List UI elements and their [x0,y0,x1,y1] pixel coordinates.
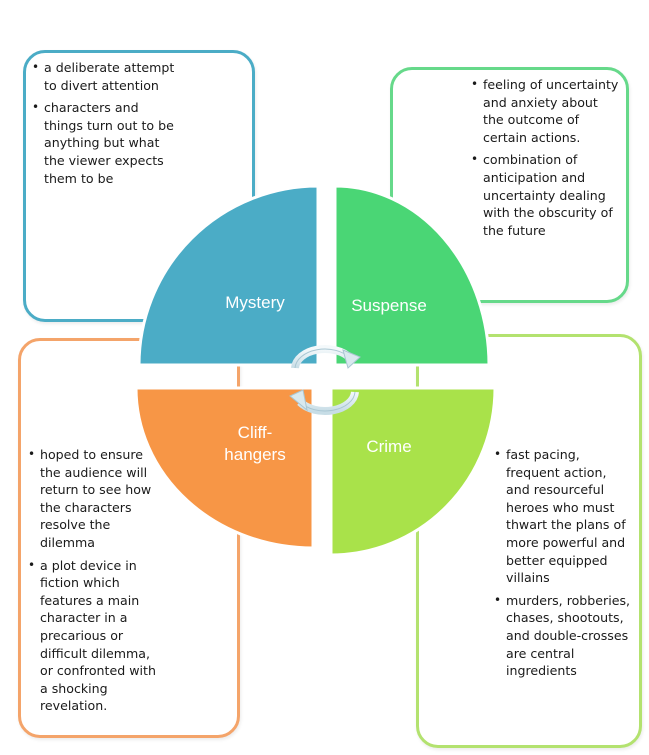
mystery-bullets: a deliberate attempt to divert attention… [32,59,177,192]
cliffhangers-bullet-1: hoped to ensure the audience will return… [28,446,166,552]
suspense-bullet-1: feeling of uncertainty and anxiety about… [471,76,619,146]
mystery-bullet-2: characters and things turn out to be any… [32,99,177,187]
suspense-label: Suspense [351,296,427,315]
mystery-quadrant [137,184,320,367]
crime-bullets: fast pacing, frequent action, and resour… [494,446,634,685]
mystery-bullet-1: a deliberate attempt to divert attention [32,59,177,94]
crime-bullet-1: fast pacing, frequent action, and resour… [494,446,634,587]
cycle-arrows-icon [289,345,361,415]
cliffhangers-label-line1: Cliff- [238,423,273,442]
suspense-quadrant [333,184,491,367]
crime-label: Crime [366,437,411,456]
crime-bullet-2: murders, robberies, chases, shootouts, a… [494,592,634,680]
mystery-label: Mystery [225,293,285,312]
crime-quadrant [329,386,497,557]
cliffhangers-bullets: hoped to ensure the audience will return… [28,446,166,720]
suspense-bullets: feeling of uncertainty and anxiety about… [471,76,619,244]
suspense-bullet-2: combination of anticipation and uncertai… [471,151,619,239]
cliffhangers-bullet-2: a plot device in fiction which features … [28,557,166,715]
cliffhangers-label-line2: hangers [224,445,285,464]
cliffhangers-quadrant [134,386,315,550]
